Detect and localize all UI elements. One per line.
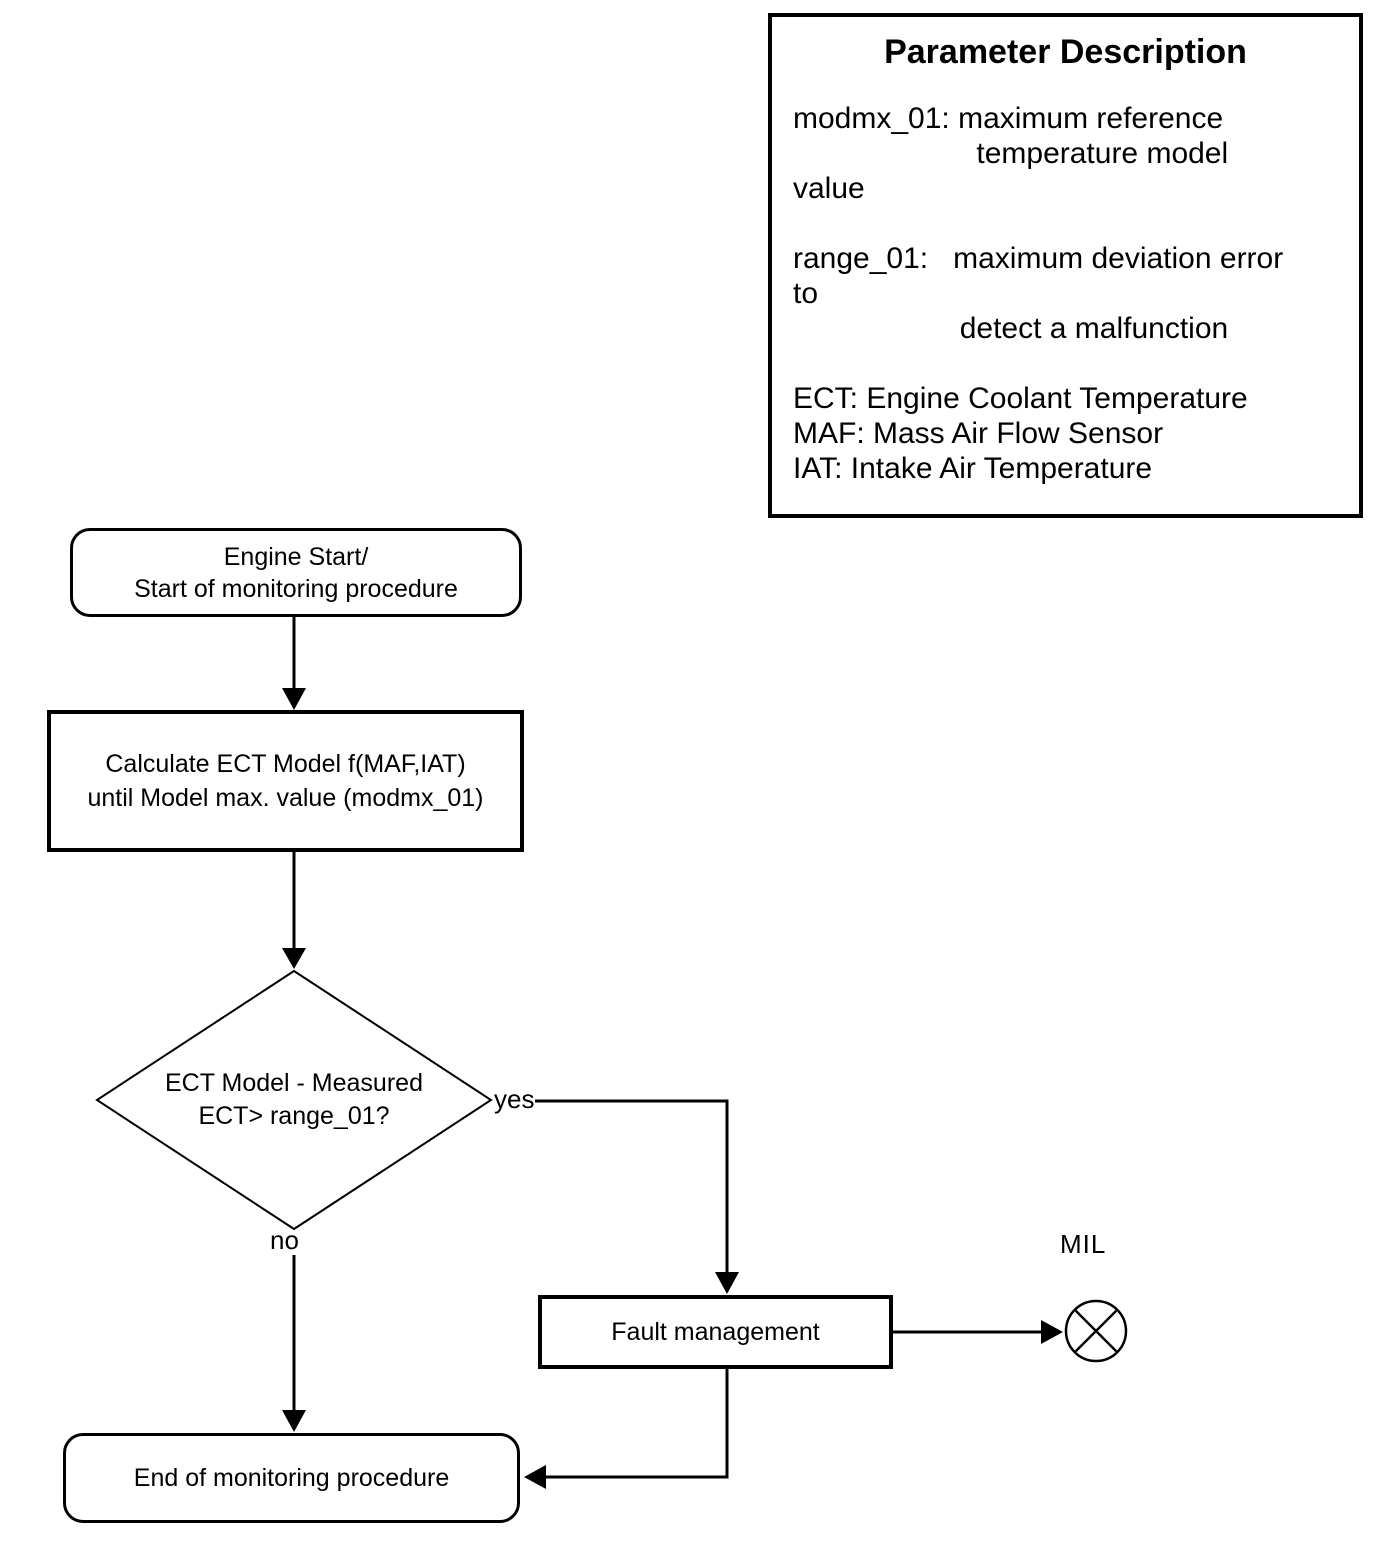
arrowhead-no-branch <box>282 1410 306 1432</box>
calculate-node-line2: until Model max. value (modmx_01) <box>87 784 484 812</box>
fault-management-label: Fault management <box>611 1318 820 1346</box>
mil-label: MIL <box>1060 1229 1107 1259</box>
connector-yes-branch <box>535 1099 729 1274</box>
description-line: value <box>793 172 865 205</box>
arrowhead-fault-to-end <box>524 1465 546 1489</box>
arrowhead-yes-branch <box>715 1272 739 1294</box>
end-node: End of monitoring procedure <box>63 1433 520 1523</box>
parameter-description-box: Parameter Description modmx_01: maximum … <box>768 13 1363 518</box>
no-edge-label: no <box>270 1225 299 1255</box>
description-line: range_01: maximum deviation error <box>793 242 1284 275</box>
start-node-line2: Start of monitoring procedure <box>134 574 458 603</box>
description-line <box>793 206 1355 241</box>
calculate-node: Calculate ECT Model f(MAF,IAT) until Mod… <box>47 710 524 852</box>
fault-management-node: Fault management <box>538 1295 893 1369</box>
arrowhead-calculate-to-decision <box>282 948 306 969</box>
decision-node-line2: ECT> range_01? <box>198 1102 390 1130</box>
parameter-description-title: Parameter Description <box>884 33 1247 71</box>
calculate-node-line1: Calculate ECT Model f(MAF,IAT) <box>105 750 466 778</box>
arrowhead-fault-to-mil <box>1041 1320 1063 1344</box>
arrowhead-start-to-calculate <box>282 688 306 710</box>
description-line: detect a malfunction <box>793 312 1229 345</box>
connector-fault-to-end <box>546 1369 729 1479</box>
yes-edge-label: yes <box>494 1084 535 1114</box>
start-node: Engine Start/ Start of monitoring proced… <box>70 528 522 617</box>
decision-node-text: ECT Model - Measured ECT> range_01? <box>114 1067 474 1133</box>
end-node-label: End of monitoring procedure <box>133 1464 450 1492</box>
description-line <box>793 346 1355 381</box>
description-line: to <box>793 277 819 310</box>
description-line: IAT: Intake Air Temperature <box>793 452 1153 485</box>
parameter-description-body: modmx_01: maximum reference temperature … <box>793 101 1355 486</box>
description-line: temperature model <box>793 137 1229 170</box>
description-line: ECT: Engine Coolant Temperature <box>793 382 1248 415</box>
mil-lamp-icon <box>1064 1299 1128 1363</box>
decision-diamond <box>95 969 493 1231</box>
start-node-line1: Engine Start/ <box>223 542 369 571</box>
description-line: modmx_01: maximum reference <box>793 102 1224 135</box>
decision-node-line1: ECT Model - Measured <box>165 1069 423 1097</box>
description-line: MAF: Mass Air Flow Sensor <box>793 417 1164 450</box>
